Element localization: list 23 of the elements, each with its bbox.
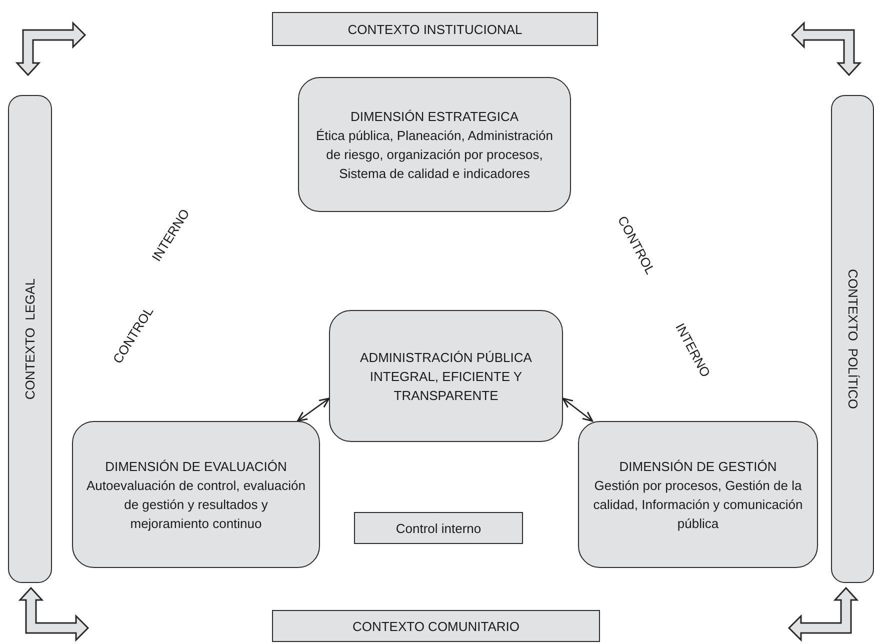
box-label: ADMINISTRACIÓN PÚBLICA INTEGRAL, EFICIENTE Y TRANSPARENTE bbox=[359, 348, 533, 404]
dimension-box bbox=[298, 77, 571, 212]
box-label: CONTEXTO INSTITUCIONAL bbox=[348, 20, 522, 38]
double-arrow bbox=[562, 398, 594, 422]
double-arrow bbox=[296, 398, 330, 422]
dimension-box bbox=[72, 421, 320, 568]
context-box bbox=[272, 610, 600, 642]
note-box bbox=[354, 512, 523, 544]
box-body: Gestión por procesos, Gestión de la calidad, Información y comunicación pública bbox=[592, 476, 804, 532]
box-label: Control interno bbox=[396, 520, 482, 538]
context-bar bbox=[8, 95, 52, 583]
context-bar bbox=[831, 95, 874, 583]
dimension-box bbox=[578, 421, 818, 568]
box-heading: DIMENSIÓN DE EVALUACIÓN bbox=[105, 458, 287, 476]
box-body: Autoevaluación de control, evaluación de gestión y resultados y mejoramiento continuo bbox=[86, 476, 306, 532]
central-box bbox=[329, 310, 563, 442]
box-label: CONTEXTO COMUNITARIO bbox=[352, 618, 520, 636]
context-label: CONTEXTO POLÍTICO bbox=[844, 269, 861, 409]
context-label: CONTEXTO LEGAL bbox=[22, 278, 38, 400]
box-heading: DIMENSIÓN DE GESTIÓN bbox=[619, 458, 777, 476]
context-box bbox=[272, 12, 598, 46]
box-body: Ética pública, Planeación, Administración de riesgo, organización por procesos, Sistema de calidad e indicadores bbox=[314, 126, 554, 182]
box-heading: DIMENSIÓN ESTRATEGICA bbox=[350, 108, 519, 126]
